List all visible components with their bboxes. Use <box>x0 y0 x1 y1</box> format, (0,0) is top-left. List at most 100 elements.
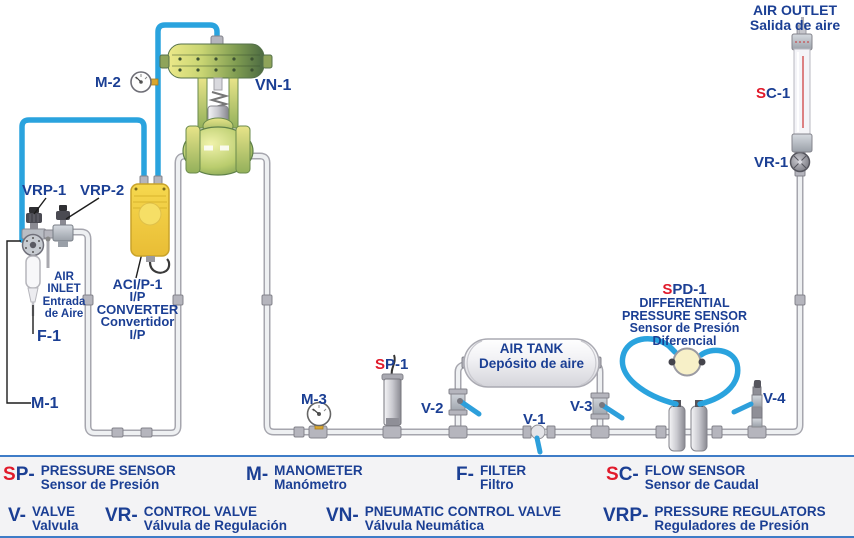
air-inlet-line: INLET <box>47 283 81 296</box>
converter-line: I/P <box>129 327 146 343</box>
legend-item-valve: V- VALVE Valvula <box>8 504 79 533</box>
label-sp1: SP-1 <box>375 356 408 373</box>
spd1-line: PRESSURE SENSOR <box>621 308 748 323</box>
spd1-line: DIFFERENTIAL <box>639 296 730 310</box>
air-inlet-line: Entrada <box>42 295 86 308</box>
legend-es: Reguladores de Presión <box>654 518 809 533</box>
air-inlet-line: AIR <box>54 271 74 283</box>
legend-en: PNEUMATIC CONTROL VALVE <box>364 504 561 519</box>
pressure-regulator-vrp1-icon <box>21 207 55 240</box>
label-air-outlet: AIR OUTLET Salida de aire <box>720 3 854 33</box>
legend-item-control-valve: VR- CONTROL VALVE Válvula de Regulación <box>105 504 287 533</box>
label-m2: M-2 <box>95 74 121 91</box>
legend-item-pressure-sensor: SP- PRESSURE SENSOR Sensor de Presión <box>3 463 176 492</box>
control-valve-vr1-icon <box>789 147 811 177</box>
legend-item-manometer: M- MANOMETER Manómetro <box>246 463 363 492</box>
legend-text: FILTER Filtro <box>480 463 526 492</box>
label-vrp1: VRP-1 <box>22 182 67 199</box>
legend-code: SP- <box>3 464 35 485</box>
legend-item-pressure-regulators: VRP- PRESSURE REGULATORS Reguladores de … <box>603 504 826 533</box>
label-air-tank: AIR TANK Depósito de aire <box>460 341 603 371</box>
spd1-line: Sensor de Presión <box>629 321 740 336</box>
pneumatic-signal-tubing <box>19 22 220 243</box>
air-tank-icon <box>461 338 602 388</box>
legend-text: PRESSURE SENSOR Sensor de Presión <box>41 463 176 492</box>
legend-text: PRESSURE REGULATORS Reguladores de Presi… <box>654 504 825 533</box>
label-v1: V-1 <box>523 411 546 428</box>
label-spd1: SPD-1 DIFFERENTIAL PRESSURE SENSOR Senso… <box>602 282 767 347</box>
legend-es: Manómetro <box>274 477 347 492</box>
legend-item-pneumatic-control-valve: VN- PNEUMATIC CONTROL VALVE Válvula Neum… <box>326 504 561 533</box>
legend-es: Válvula Neumática <box>364 518 485 533</box>
legend-code: F- <box>456 464 474 485</box>
spd1-code: SPD-1 <box>602 282 767 297</box>
valve-v2-icon <box>448 388 482 417</box>
differential-pressure-sensor-spd1-icon <box>619 336 741 407</box>
orifice-plate-icon <box>655 400 723 452</box>
legend-es: Sensor de Caudal <box>644 477 759 492</box>
label-air-inlet: AIR INLET Entrada de Aire <box>36 271 92 320</box>
pneumatic-control-valve-vn1-icon <box>159 35 273 176</box>
legend-es: Válvula de Regulación <box>143 518 288 533</box>
legend-code: V- <box>8 505 26 526</box>
legend-en: VALVE <box>31 504 75 519</box>
legend-code: VN- <box>326 505 359 526</box>
manometer-m3-icon <box>306 401 332 430</box>
legend-en: MANOMETER <box>274 463 363 478</box>
legend-en: PRESSURE REGULATORS <box>654 504 826 519</box>
label-f1: F-1 <box>37 328 61 345</box>
legend-en: PRESSURE SENSOR <box>40 463 176 478</box>
legend-es: Sensor de Presión <box>40 477 160 492</box>
air-tank-es: Depósito de aire <box>478 356 585 371</box>
valve-v1-icon <box>522 424 556 455</box>
flow-sensor-sc1-icon <box>791 17 813 153</box>
legend-text: PNEUMATIC CONTROL VALVE Válvula Neumátic… <box>365 504 561 533</box>
converter-line: CONVERTER <box>96 301 179 317</box>
ip-converter-icon <box>130 175 171 274</box>
legend-es: Valvula <box>31 518 79 533</box>
legend-code: VR- <box>105 505 138 526</box>
legend-item-flow-sensor: SC- FLOW SENSOR Sensor de Caudal <box>606 463 759 492</box>
legend-text: FLOW SENSOR Sensor de Caudal <box>645 463 759 492</box>
legend-en: FILTER <box>479 463 527 478</box>
air-tank-en: AIR TANK <box>499 341 564 356</box>
label-v3: V-3 <box>570 398 593 415</box>
converter-line: Convertidor <box>100 314 175 330</box>
manometer-m1-icon <box>21 233 45 257</box>
air-outlet-en: AIR OUTLET <box>753 2 837 18</box>
air-outlet-es: Salida de aire <box>749 17 841 33</box>
label-m3: M-3 <box>301 391 327 408</box>
label-v4: V-4 <box>763 390 786 407</box>
air-inlet-line: de Aire <box>44 307 84 320</box>
legend-en: FLOW SENSOR <box>644 463 746 478</box>
label-vn1: VN-1 <box>255 77 292 94</box>
legend-text: MANOMETER Manómetro <box>274 463 363 492</box>
sp1-red-letter: S <box>375 356 386 373</box>
legend-en: CONTROL VALVE <box>143 504 257 519</box>
label-vr1: VR-1 <box>754 154 789 171</box>
spd1-line: Diferencial <box>652 333 717 348</box>
spd1-red-letter: S <box>662 281 673 298</box>
label-vrp2: VRP-2 <box>80 182 125 199</box>
pressure-sensor-sp1-icon <box>381 354 404 426</box>
legend-es: Filtro <box>479 477 514 492</box>
legend-text: VALVE Valvula <box>32 504 79 533</box>
legend-code: VRP- <box>603 505 649 526</box>
converter-line: I/P <box>129 288 146 304</box>
manometer-m2-icon <box>130 71 159 93</box>
legend-code: SC- <box>606 464 639 485</box>
label-sc1: SC-1 <box>756 85 790 102</box>
label-ip-converter: ACI/P-1 I/P CONVERTER Convertidor I/P <box>80 276 195 343</box>
legend-text: CONTROL VALVE Válvula de Regulación <box>144 504 287 533</box>
pipe-fittings <box>82 294 806 439</box>
converter-line: ACI/P-1 <box>112 276 163 292</box>
schematic-graphics <box>6 17 813 455</box>
legend: SP- PRESSURE SENSOR Sensor de Presión M-… <box>0 455 854 538</box>
valve-v4-icon <box>731 380 763 428</box>
spd1-rest: PD-1 <box>672 281 707 298</box>
sc1-rest: C-1 <box>766 85 791 102</box>
valve-v3-icon <box>590 392 625 421</box>
label-m1: M-1 <box>31 395 59 412</box>
legend-code: M- <box>246 464 269 485</box>
